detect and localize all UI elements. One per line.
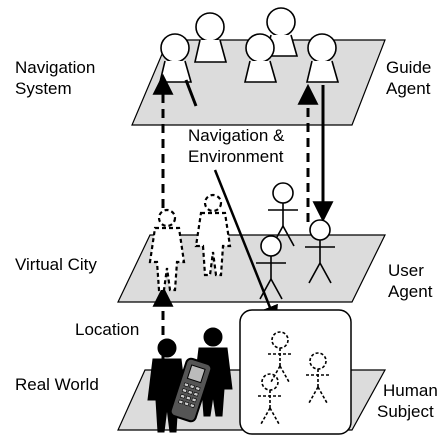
real-world-label: Real World bbox=[15, 375, 99, 394]
user-agent-icon bbox=[268, 182, 298, 247]
human-subject-bubble bbox=[239, 309, 352, 435]
navigation-environment-stroke bbox=[184, 79, 198, 107]
virtual-city-label: Virtual City bbox=[15, 255, 97, 274]
user-agent-label: User bbox=[388, 261, 424, 280]
navigation-environment-arrow bbox=[213, 169, 278, 324]
user-agent-icon bbox=[305, 219, 335, 284]
mobile-phone-icon bbox=[169, 357, 213, 423]
guide-agent-icon bbox=[193, 12, 228, 63]
avatar-figure bbox=[148, 208, 186, 292]
guide-agent-icon bbox=[243, 33, 278, 83]
perceived-agent-icon bbox=[258, 373, 282, 425]
user-agent-label-line2: Agent bbox=[388, 282, 433, 301]
perceived-agent-icon bbox=[306, 352, 330, 404]
human-subject-label-line2: Subject bbox=[377, 402, 434, 421]
user-agent-icon bbox=[256, 235, 286, 300]
guide-agent-icons bbox=[158, 7, 340, 83]
navigation-environment-label-line2: Environment bbox=[188, 147, 284, 166]
user-agent-icons bbox=[256, 182, 335, 300]
perceived-agent-icon bbox=[268, 331, 292, 383]
avatar-figures bbox=[148, 193, 232, 292]
guide-agent-label-line2: Agent bbox=[386, 79, 431, 98]
location-label: Location bbox=[75, 320, 139, 339]
guide-agent-label: Guide bbox=[386, 58, 431, 77]
navigation-environment-label: Navigation & bbox=[188, 126, 285, 145]
navigation-system-label: Navigation bbox=[15, 58, 95, 77]
navigation-system-label-line2: System bbox=[15, 79, 72, 98]
avatar-figure bbox=[194, 193, 232, 277]
human-subject-label: Human bbox=[383, 381, 438, 400]
guide-agent-icon bbox=[305, 33, 340, 83]
virtual-city-plane bbox=[117, 234, 386, 303]
